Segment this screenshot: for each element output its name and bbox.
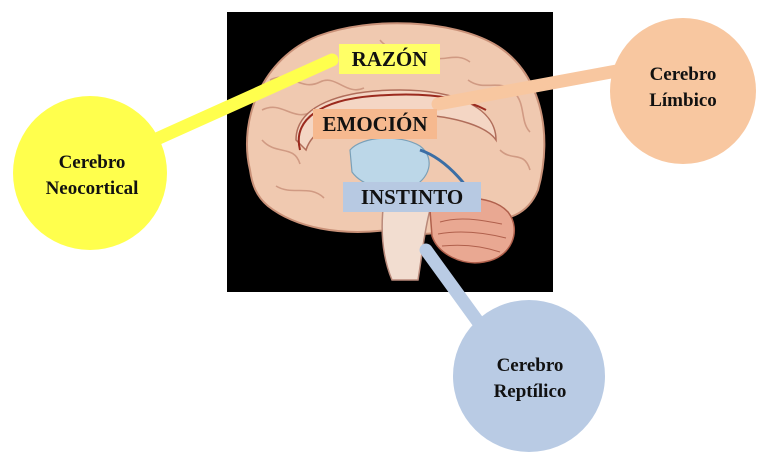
reptilico-line1: Cerebro <box>455 353 605 379</box>
neocortical-line2: Neocortical <box>22 176 162 202</box>
neocortical-line1: Cerebro <box>22 150 162 176</box>
reptilico-label: Cerebro Reptílico <box>455 353 605 405</box>
neocortical-label: Cerebro Neocortical <box>22 150 162 202</box>
limbico-line2: Límbico <box>610 88 756 114</box>
razon-label: RAZÓN <box>339 44 440 74</box>
emocion-label: EMOCIÓN <box>313 109 437 139</box>
limbico-label: Cerebro Límbico <box>610 62 756 114</box>
reptilico-line2: Reptílico <box>455 379 605 405</box>
limbico-line1: Cerebro <box>610 62 756 88</box>
instinto-label: INSTINTO <box>343 182 481 212</box>
